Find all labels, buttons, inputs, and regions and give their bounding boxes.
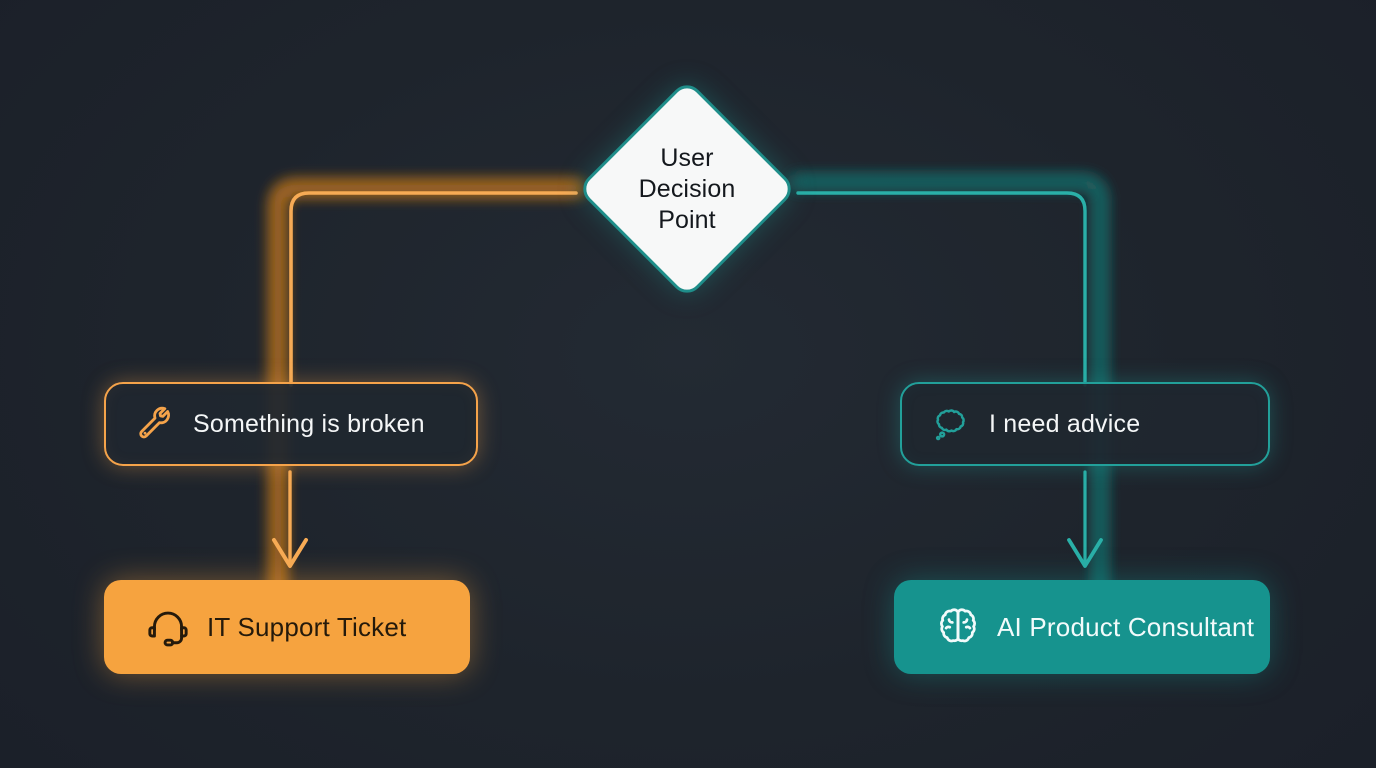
destination-ai-product-consultant[interactable]: AI Product Consultant xyxy=(894,580,1270,674)
connector-decision-to-advice xyxy=(796,191,1087,387)
wrench-icon xyxy=(139,406,170,439)
connector-decision-to-broken xyxy=(289,191,578,387)
destination-it-support-ticket[interactable]: IT Support Ticket xyxy=(104,580,470,674)
destination-label: AI Product Consultant xyxy=(997,611,1255,642)
arrowhead-down-teal xyxy=(1067,538,1103,568)
connector-broken-to-ticket xyxy=(272,470,308,568)
destination-label: IT Support Ticket xyxy=(207,611,407,642)
thought-bubble-icon xyxy=(935,409,965,441)
branch-condition-label: I need advice xyxy=(989,409,1141,438)
decision-node-label: User Decision Point xyxy=(638,143,736,234)
connector-advice-to-consultant xyxy=(1067,470,1103,568)
branch-condition-label: Something is broken xyxy=(193,409,425,438)
arrowhead-down-orange xyxy=(272,538,308,568)
brain-icon xyxy=(940,608,976,643)
headset-icon xyxy=(148,611,188,647)
branch-condition-something-is-broken[interactable]: Something is broken xyxy=(104,382,478,466)
branch-condition-i-need-advice[interactable]: I need advice xyxy=(900,382,1270,466)
decision-node[interactable]: User Decision Point xyxy=(576,78,798,300)
